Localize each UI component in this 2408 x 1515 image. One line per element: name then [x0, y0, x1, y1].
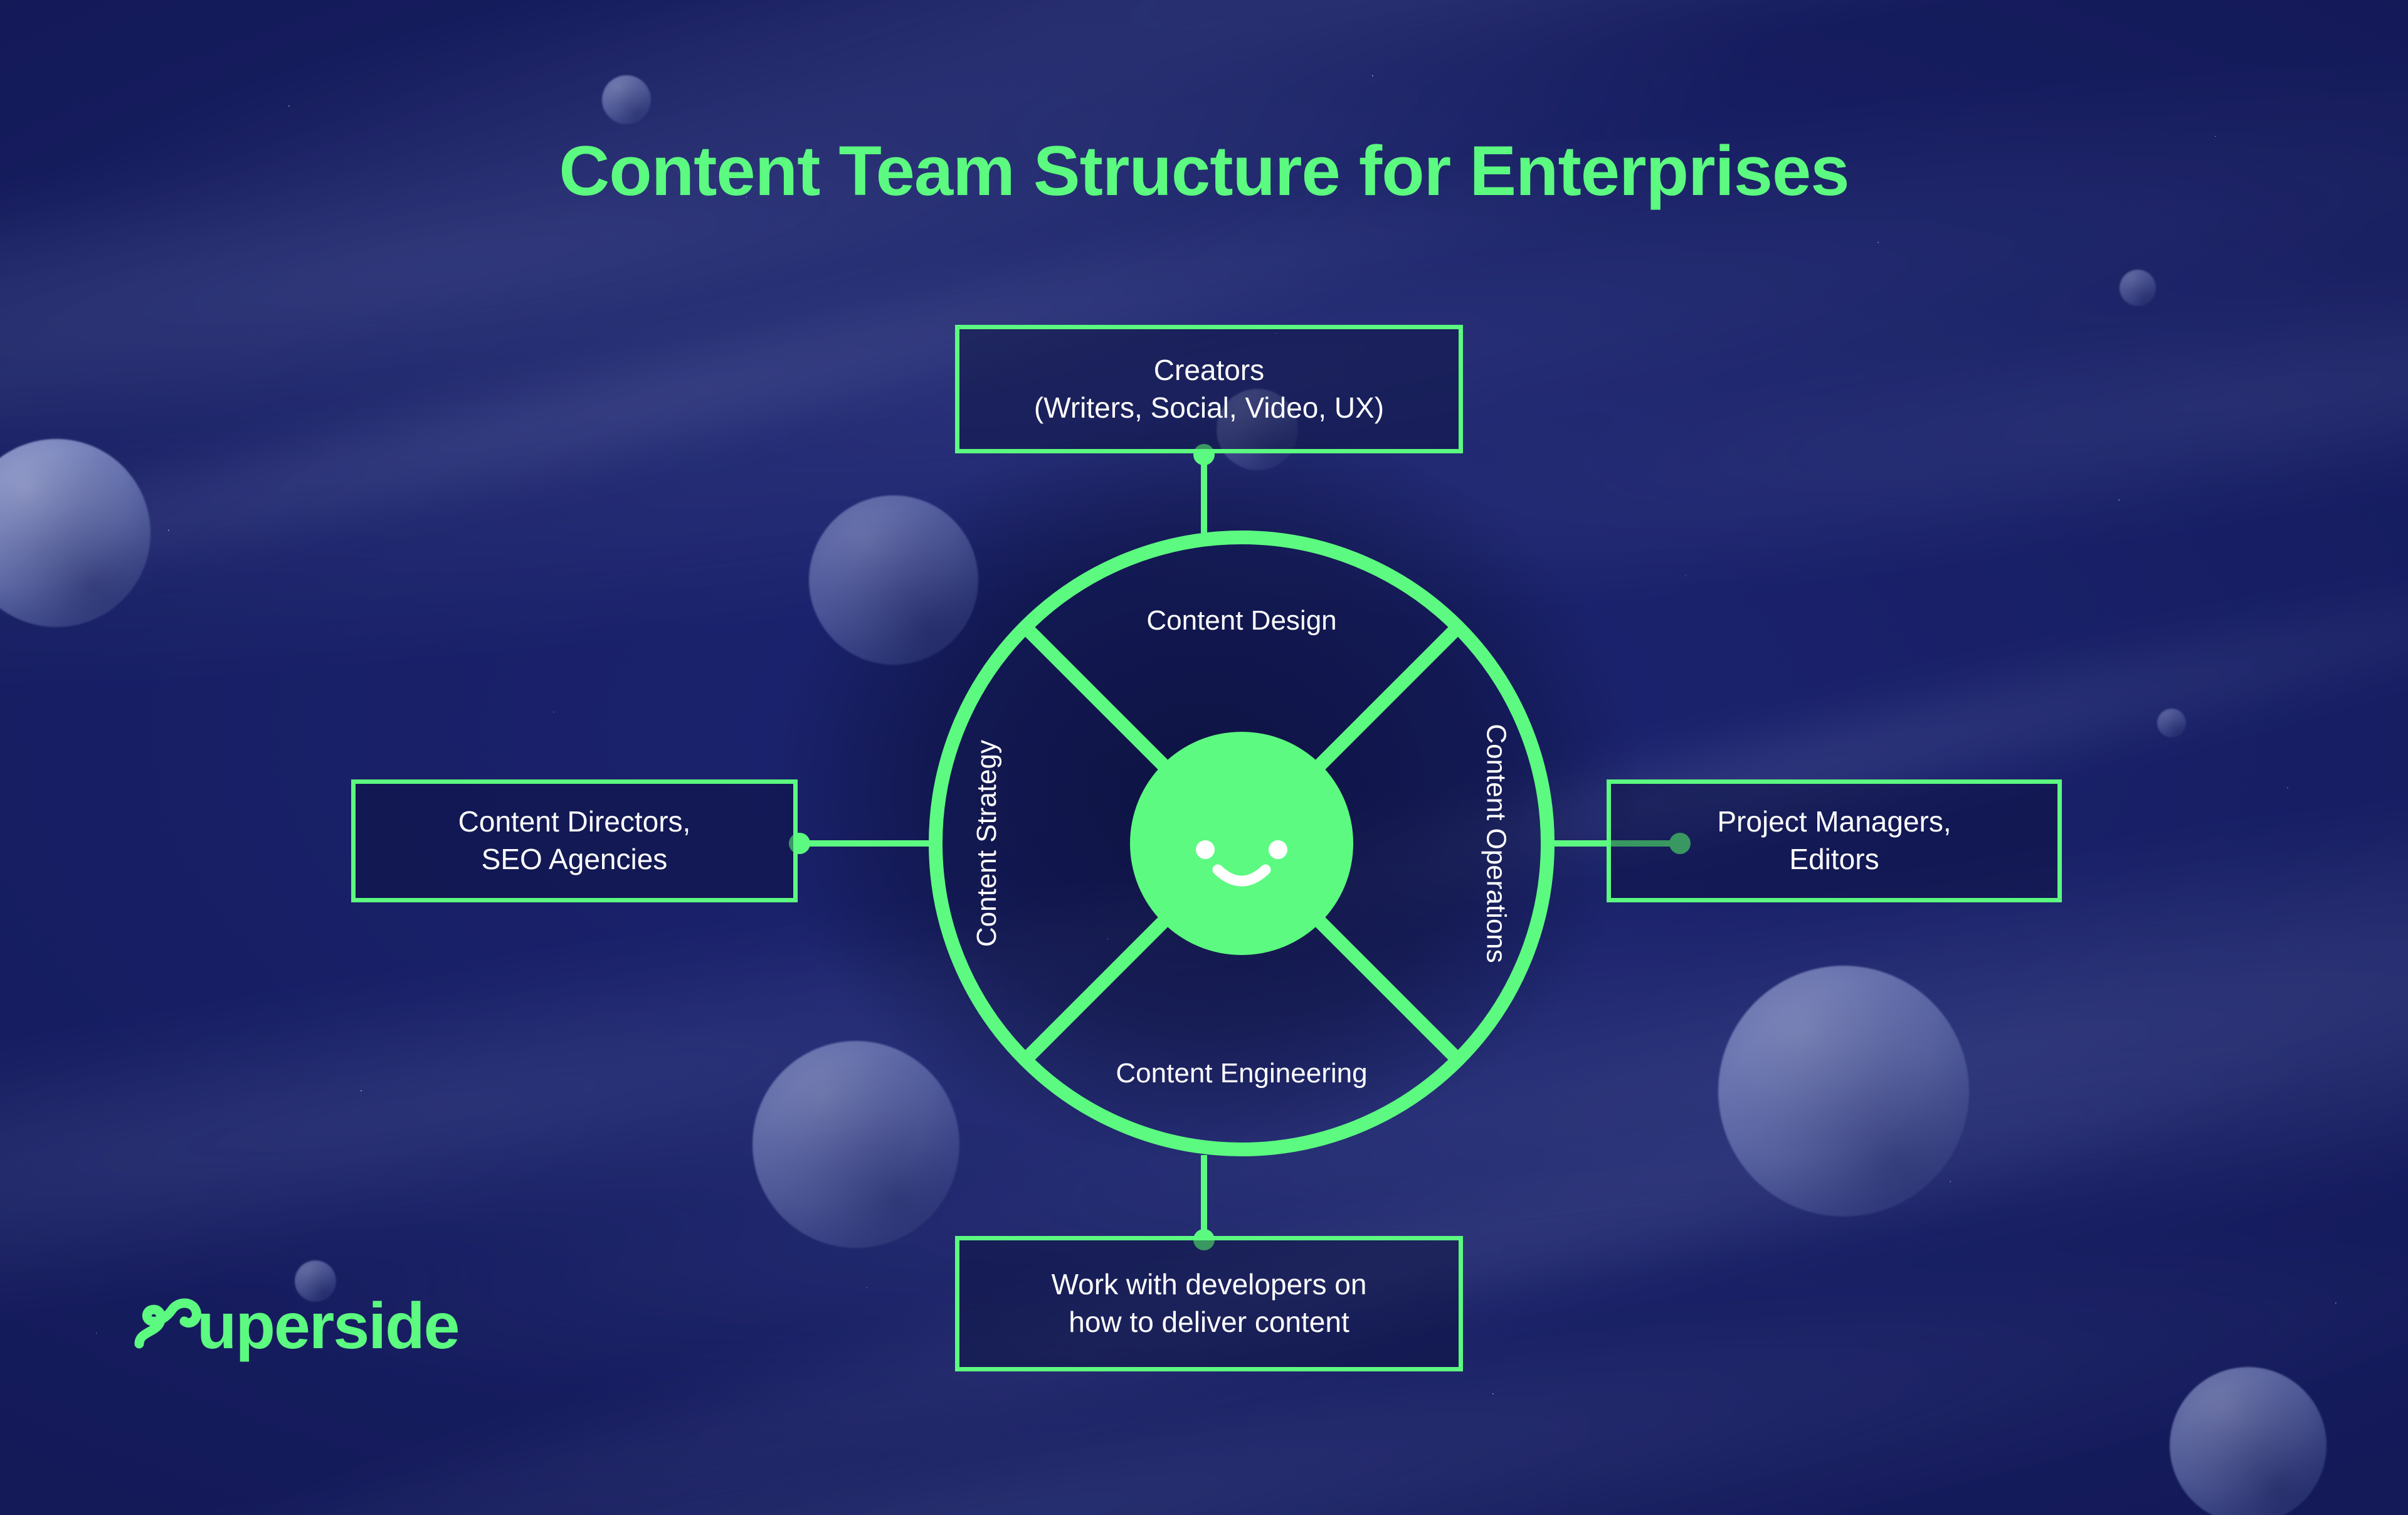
- connector-dot-right: [1669, 833, 1691, 854]
- superside-logo[interactable]: uperside: [130, 1289, 460, 1364]
- page-title: Content Team Structure for Enterprises: [559, 132, 1849, 210]
- connector-dot-left: [789, 833, 810, 854]
- planet-icon: [1217, 389, 1298, 470]
- smiley-mouth-icon: [1212, 864, 1271, 887]
- planet-icon: [752, 1041, 959, 1248]
- node-managers-line1: Project Managers,: [1717, 805, 1951, 838]
- planet-icon: [2157, 709, 2186, 737]
- connector-line-right: [1554, 840, 1686, 847]
- smiley-eye-right-icon: [1269, 840, 1287, 859]
- node-developers-line2: how to deliver content: [1069, 1306, 1349, 1338]
- node-box-developers[interactable]: Work with developers on how to deliver c…: [955, 1236, 1463, 1371]
- wheel-label-content-engineering: Content Engineering: [1116, 1058, 1368, 1089]
- wheel-label-content-strategy: Content Strategy: [971, 739, 1002, 948]
- node-box-content-directors[interactable]: Content Directors, SEO Agencies: [351, 779, 798, 902]
- node-box-creators[interactable]: Creators (Writers, Social, Video, UX): [955, 325, 1463, 453]
- content-wheel: Content Design Content Operations Conten…: [922, 524, 1561, 1163]
- node-directors-line2: SEO Agencies: [481, 843, 668, 875]
- wheel-label-content-operations: Content Operations: [1481, 724, 1512, 963]
- connector-line-bottom: [1201, 1155, 1207, 1238]
- connector-line-top: [1201, 453, 1207, 533]
- planet-icon: [2170, 1367, 2326, 1515]
- node-developers-line1: Work with developers on: [1051, 1268, 1367, 1301]
- connector-line-left: [798, 840, 929, 847]
- planet-icon: [0, 439, 150, 627]
- planet-icon: [1718, 966, 1969, 1217]
- planet-icon: [2120, 270, 2156, 306]
- connector-dot-top: [1193, 444, 1215, 465]
- node-directors-line1: Content Directors,: [458, 805, 691, 838]
- node-creators-line1: Creators: [1153, 353, 1265, 386]
- node-creators-line2: (Writers, Social, Video, UX): [1033, 391, 1385, 424]
- node-managers-line2: Editors: [1789, 843, 1879, 875]
- planet-icon: [809, 495, 978, 665]
- smiley-eye-left-icon: [1196, 840, 1215, 859]
- wheel-label-content-design: Content Design: [1146, 605, 1337, 636]
- wheel-outer-ring: [929, 531, 1555, 1156]
- superside-wordmark: uperside: [197, 1290, 460, 1363]
- node-box-project-managers[interactable]: Project Managers, Editors: [1607, 779, 2062, 902]
- planet-icon: [295, 1260, 336, 1302]
- superside-swirl-icon: [134, 1298, 201, 1349]
- planet-icon: [602, 75, 651, 124]
- wheel-center-circle: [1130, 732, 1353, 955]
